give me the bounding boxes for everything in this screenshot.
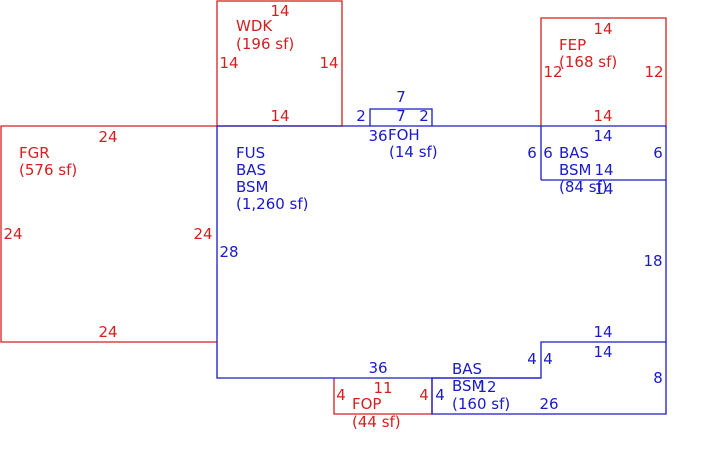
main-line1-label: FUS (236, 144, 265, 162)
wdk-dim-right: 14 (319, 54, 338, 72)
bas-lower-dim-top2: 14 (593, 343, 612, 361)
foh-dim-inner: 7 (396, 107, 406, 125)
wdk-area: 14 14 14 14 WDK (196 sf) (216, 0, 343, 127)
fep-dim-top: 14 (593, 20, 612, 38)
bas-small-area: 14 6 6 6 14 14 BAS BSM (84 sf) (527, 126, 666, 198)
wdk-dim-bottom: 14 (270, 107, 289, 125)
foh-code-label: FOH (388, 126, 420, 144)
fgr-outline (0, 125, 217, 343)
bas-lower-dim-left: 4 (527, 350, 537, 368)
bas-small-dim-right: 6 (653, 144, 663, 162)
wdk-code-label: WDK (236, 17, 273, 35)
main-area-label: (1,260 sf) (236, 195, 309, 213)
fop-dim-left: 4 (336, 386, 346, 404)
foh-outline (369, 108, 433, 126)
fep-dim-left: 12 (543, 63, 562, 81)
bas-lower-dim-left2: 4 (543, 350, 553, 368)
main-dim-bottom: 36 (368, 359, 387, 377)
bas-small-dim-mid: 14 (594, 161, 613, 179)
foh-dim-right: 2 (419, 107, 429, 125)
fep-dim-bottom: 14 (593, 107, 612, 125)
bas-small-dim-left: 6 (527, 144, 537, 162)
wdk-dim-left: 14 (219, 54, 238, 72)
bas-lower-line2-label: BSM (452, 377, 485, 395)
bas-small-line2-label: BSM (559, 161, 592, 179)
fep-area-label: (168 sf) (559, 53, 617, 71)
bas-lower-area: 14 14 8 4 4 4 26 12 BAS BSM (160 sf) (431, 323, 667, 415)
fgr-dim-top: 24 (98, 128, 117, 146)
fgr-area: 24 24 24 24 FGR (576 sf) (0, 125, 217, 343)
bas-lower-dim-top: 14 (593, 323, 612, 341)
bas-lower-dim-bottom: 26 (539, 395, 558, 413)
main-area: FUS BAS BSM (1,260 sf) 28 36 36 18 (216, 125, 667, 379)
bas-small-dim-bottom: 14 (594, 180, 613, 198)
fgr-dim-left: 24 (3, 225, 22, 243)
fgr-dim-right: 24 (193, 225, 212, 243)
wdk-area-label: (196 sf) (236, 35, 294, 53)
main-line3-label: BSM (236, 178, 269, 196)
fep-code-label: FEP (559, 36, 586, 54)
main-dim-right: 18 (643, 252, 662, 270)
bas-small-area-label: (84 sf) (559, 178, 608, 196)
main-dim-left: 28 (219, 243, 238, 261)
fop-code-label: FOP (352, 395, 381, 413)
fop-area: 11 4 4 FOP (44 sf) (333, 378, 433, 431)
bas-lower-dim-mid: 12 (477, 378, 496, 396)
fgr-code-label: FGR (19, 144, 50, 162)
fep-dim-right: 12 (644, 63, 663, 81)
bas-lower-line1-label: BAS (452, 360, 482, 378)
bas-small-line1-label: BAS (559, 144, 589, 162)
fop-dim-right: 4 (419, 386, 429, 404)
foh-dim-left: 2 (356, 107, 366, 125)
bas-small-dim-top: 14 (593, 127, 612, 145)
bas-lower-dim-right: 8 (653, 369, 663, 387)
foh-area: 7 7 2 2 FOH (14 sf) (356, 88, 437, 161)
bas-lower-outline (431, 342, 667, 415)
fgr-area-label: (576 sf) (19, 161, 77, 179)
bas-lower-area-label: (160 sf) (452, 395, 510, 413)
wdk-dim-top: 14 (270, 2, 289, 20)
fep-outline (540, 17, 667, 126)
foh-dim-top: 7 (396, 88, 406, 106)
bas-lower-dim-left3: 4 (435, 386, 445, 404)
main-line2-label: BAS (236, 161, 266, 179)
main-outline (216, 125, 667, 379)
foh-area-label: (14 sf) (389, 143, 438, 161)
fep-area: 14 12 12 14 FEP (168 sf) (540, 17, 667, 126)
fgr-dim-bottom: 24 (98, 323, 117, 341)
fop-dim-top: 11 (373, 379, 392, 397)
fop-area-label: (44 sf) (352, 413, 401, 431)
main-dim-top: 36 (368, 127, 387, 145)
bas-small-dim-left-inner: 6 (543, 144, 553, 162)
